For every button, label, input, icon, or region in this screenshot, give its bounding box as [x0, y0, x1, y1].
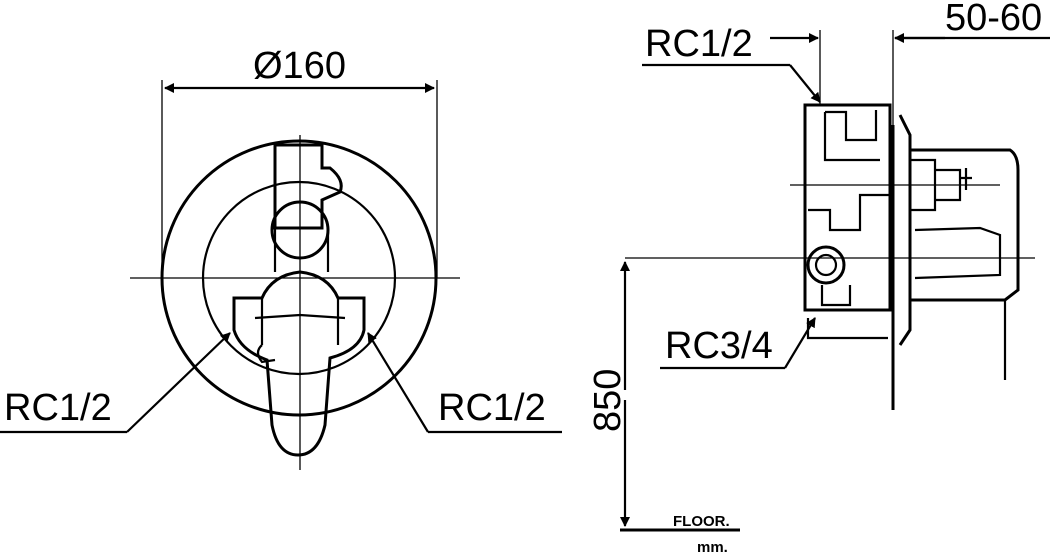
handle-curl-left [256, 344, 276, 364]
outlet-leader [784, 317, 816, 369]
right-inlet-label: RC1/2 [438, 387, 546, 429]
valve-body [803, 103, 892, 312]
valve-body-lower-port [820, 285, 852, 307]
height-label: 850 [587, 369, 629, 432]
top-inlet-leader [789, 64, 821, 103]
handle-detail-band [254, 313, 346, 320]
diverter-knob-side [935, 168, 962, 202]
side-view: RC1/2 50-60 RC3/4 850 FLOOR. mm. [587, 0, 1050, 556]
valve-body-upper-detail [825, 110, 878, 142]
floor-label: FLOOR. [673, 513, 730, 530]
lever-handle-side [910, 148, 1020, 302]
valve-body-base [806, 318, 888, 340]
cover-plate-inner-circle [201, 180, 397, 376]
valve-body-middle-detail [808, 193, 890, 232]
unit-label: mm. [697, 539, 728, 556]
diverter-knob [273, 143, 343, 230]
right-inlet-leader [367, 332, 429, 433]
lever-handle [232, 270, 366, 457]
spindle-sleeve [910, 158, 937, 212]
outlet-fitting-outer [806, 245, 846, 285]
top-inlet-label: RC1/2 [645, 23, 753, 65]
lever-body-side [914, 226, 1002, 280]
cover-plate-profile [898, 114, 912, 346]
depth-label: 50-60 [945, 0, 1042, 39]
left-inlet-leader [126, 332, 231, 433]
valve-body-inner-wall [823, 112, 880, 162]
diameter-label: Ø160 [253, 45, 346, 87]
outlet-label: RC3/4 [665, 325, 773, 367]
front-view: Ø160 RC1/2 RC1/2 [0, 45, 562, 470]
outlet-fitting-inner [814, 253, 838, 277]
knob-tip [960, 168, 972, 190]
left-inlet-label: RC1/2 [4, 387, 112, 429]
